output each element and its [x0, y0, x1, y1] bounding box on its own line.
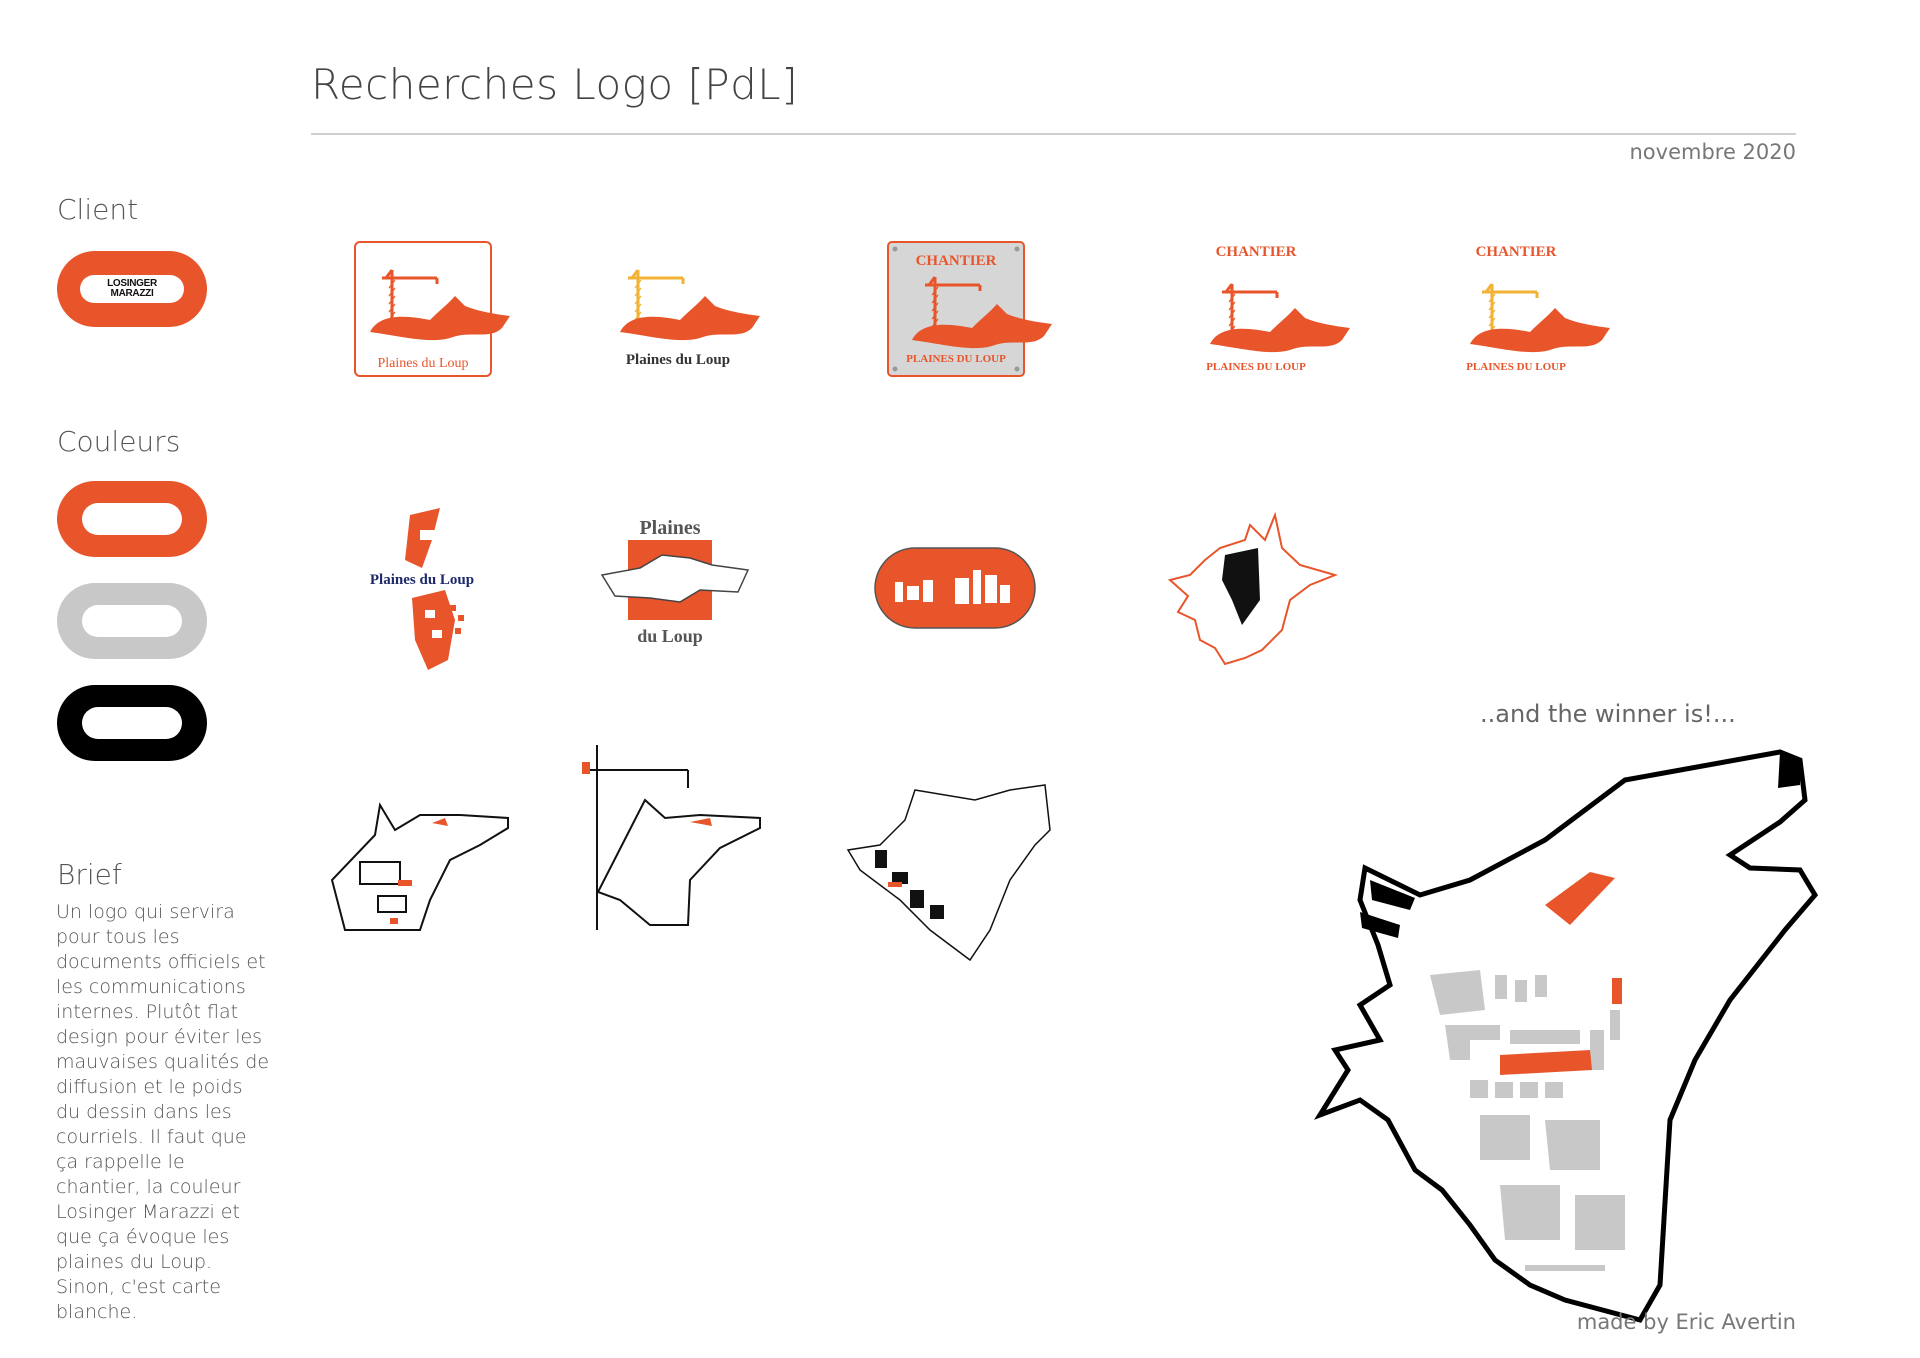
logo5-top: CHANTIER: [1476, 244, 1557, 260]
logo6-caption: Plaines du Loup: [370, 572, 474, 588]
logo-concept-6: Plaines du Loup: [370, 508, 474, 670]
title-divider: [311, 133, 1796, 135]
client-logo-line1: LOSINGER: [107, 278, 157, 289]
logo-concept-7: Plaines du Loup: [600, 517, 750, 646]
sketch-wolf-1: [330, 802, 509, 931]
logo-concept-9: [1167, 511, 1339, 666]
logo-concept-8: [874, 547, 1036, 629]
logo1-caption: Plaines du Loup: [378, 356, 469, 371]
colors-label: Couleurs: [57, 425, 181, 458]
credit-label: made by Eric Avertin: [1576, 1310, 1796, 1334]
client-logo-line2: MARAZZI: [110, 288, 154, 299]
sketch-wolf-2: [582, 745, 761, 930]
color-swatch-grey: [57, 583, 207, 659]
logo7-bottom: du Loup: [637, 626, 703, 646]
logo3-top: CHANTIER: [916, 253, 997, 269]
logo4-bottom: PLAINES DU LOUP: [1206, 361, 1306, 373]
client-logo: LOSINGER MARAZZI: [57, 251, 207, 327]
logo-concept-1: Plaines du Loup: [354, 241, 510, 377]
sketch-wolf-3: [846, 784, 1051, 962]
logo3-bottom: PLAINES DU LOUP: [906, 353, 1006, 365]
logo-concept-4: CHANTIER PLAINES DU LOUP: [1206, 244, 1350, 373]
logo5-bottom: PLAINES DU LOUP: [1466, 361, 1566, 373]
brief-label: Brief: [57, 858, 122, 891]
logo-concept-2: Plaines du Loup: [620, 268, 760, 368]
color-swatch-black: [57, 685, 207, 761]
logo7-top: Plaines: [639, 517, 700, 539]
logo-concept-5: CHANTIER PLAINES DU LOUP: [1466, 244, 1610, 373]
logo4-top: CHANTIER: [1216, 244, 1297, 260]
logo2-caption: Plaines du Loup: [626, 352, 730, 368]
winner-logo: [1313, 749, 1819, 1323]
date-label: novembre 2020: [1629, 140, 1796, 164]
client-label: Client: [57, 193, 139, 226]
page-title: Recherches Logo [PdL]: [311, 60, 799, 109]
winner-caption: ..and the winner is!...: [1480, 700, 1736, 728]
color-swatch-orange: [57, 481, 207, 557]
brief-text: Un logo qui servira pour tous les docume…: [56, 901, 270, 1323]
logo-concept-3: CHANTIER PLAINES DU LOUP: [887, 241, 1052, 377]
